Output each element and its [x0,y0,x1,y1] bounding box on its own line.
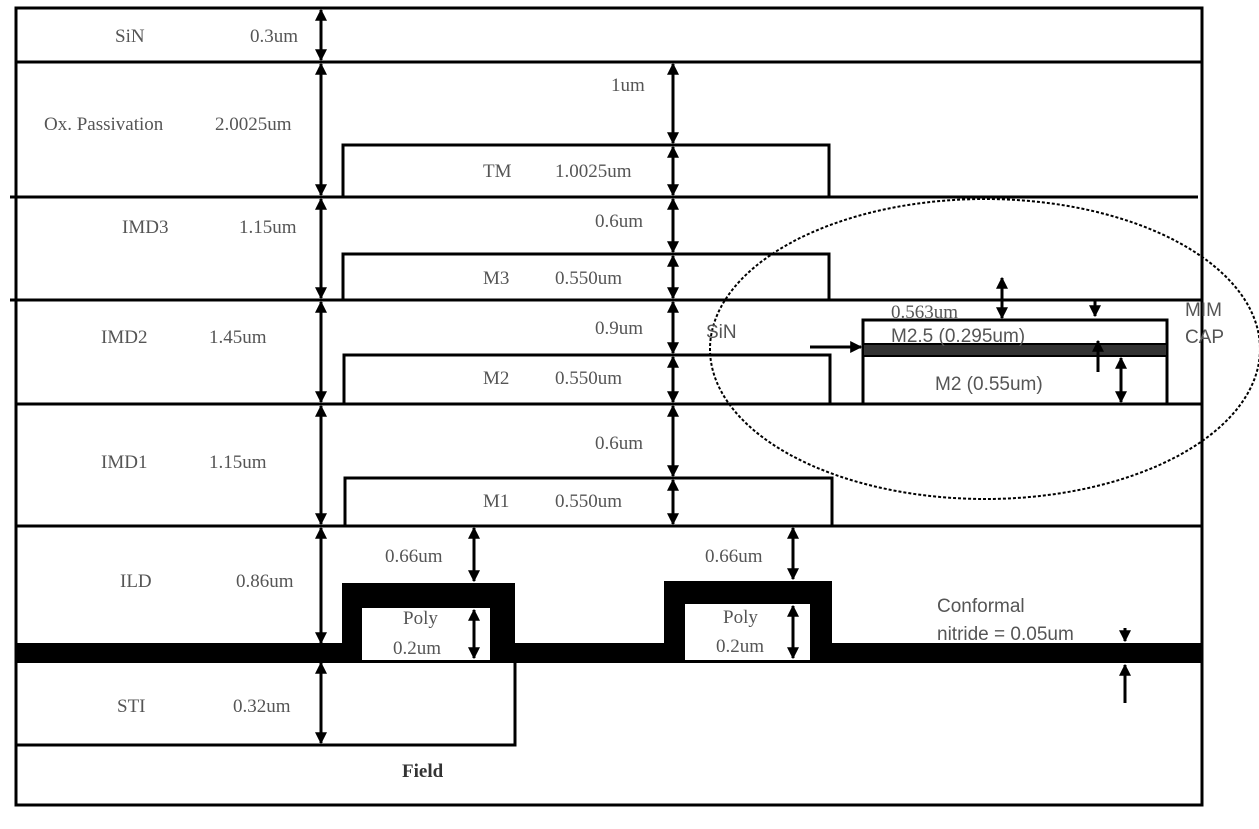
layer-name: IMD1 [101,452,147,473]
poly-label: Poly [403,608,438,629]
layer-name: ILD [120,571,152,592]
conformal-nitride [16,581,1202,663]
metal-thickness: 0.550um [555,268,622,289]
metal-name: TM [483,161,512,182]
mim-cap-label: CAP [1185,327,1224,348]
poly-thickness: 0.2um [716,636,764,657]
spacing-label: 0.6um [595,433,643,454]
metal-thickness: 1.0025um [555,161,632,182]
metal-name: M3 [483,268,509,289]
metal-name: M2 [483,368,509,389]
metal-thickness: 0.550um [555,368,622,389]
spacing-label: 0.66um [385,546,443,567]
metal-name: M1 [483,491,509,512]
layer-thickness: 0.32um [233,696,291,717]
layer-thickness: 0.3um [250,26,298,47]
nitride-label: Conformal [937,596,1025,617]
spacing-label: 0.66um [705,546,763,567]
sin-label: SiN [706,322,737,343]
metal-tm [341,143,831,199]
dimension-arrows [315,8,1131,745]
spacing-label: 0.6um [595,211,643,232]
outer-frame [14,6,1204,807]
layer-name: Ox. Passivation [44,114,164,135]
layer-thickness: 1.45um [209,327,267,348]
layer-thickness: 1.15um [209,452,267,473]
layer-name: IMD2 [101,327,147,348]
mim-gap-label: 0.563um [891,302,958,323]
metal-thickness: 0.550um [555,491,622,512]
layer-thickness: 1.15um [239,217,297,238]
m25-label: M2.5 (0.295um) [891,326,1025,347]
field-label: Field [402,761,444,782]
nitride-label: nitride = 0.05um [937,624,1074,645]
layer-thickness: 0.86um [236,571,294,592]
poly-label: Poly [723,607,758,628]
spacing-label: 1um [611,75,645,96]
metal-m2 [342,353,832,406]
layer-name: IMD3 [122,217,168,238]
mim-cap-label: MIM [1185,300,1222,321]
layer-name: STI [117,696,146,717]
m2-cap-label: M2 (0.55um) [935,374,1043,395]
metal-m1 [343,476,834,528]
layer-name: SiN [115,26,145,47]
layer-thickness: 2.0025um [215,114,292,135]
mim-cap-outline [709,198,1259,500]
mim-sin-dielectric [862,343,1168,357]
sti-region [16,663,517,747]
poly-thickness: 0.2um [393,638,441,659]
metal-m3 [341,252,831,302]
spacing-label: 0.9um [595,318,643,339]
